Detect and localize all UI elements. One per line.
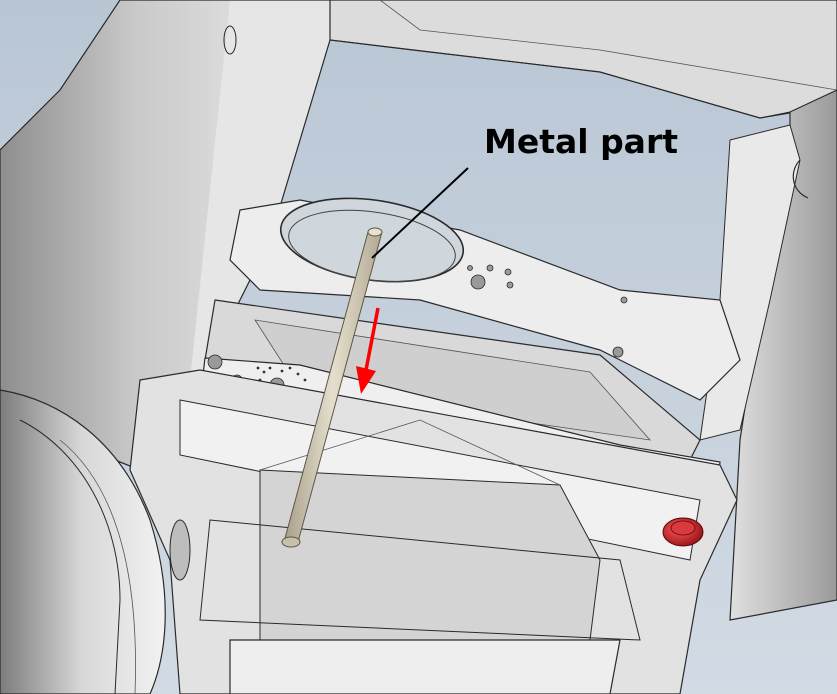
lower-box — [259, 469, 601, 641]
leader-line — [371, 167, 469, 259]
plate-holes — [467, 264, 628, 358]
metal-part-label: Metal part — [484, 122, 679, 161]
direction-arrow — [356, 307, 380, 394]
left-wheel — [0, 389, 166, 694]
metal-rod — [281, 227, 383, 548]
